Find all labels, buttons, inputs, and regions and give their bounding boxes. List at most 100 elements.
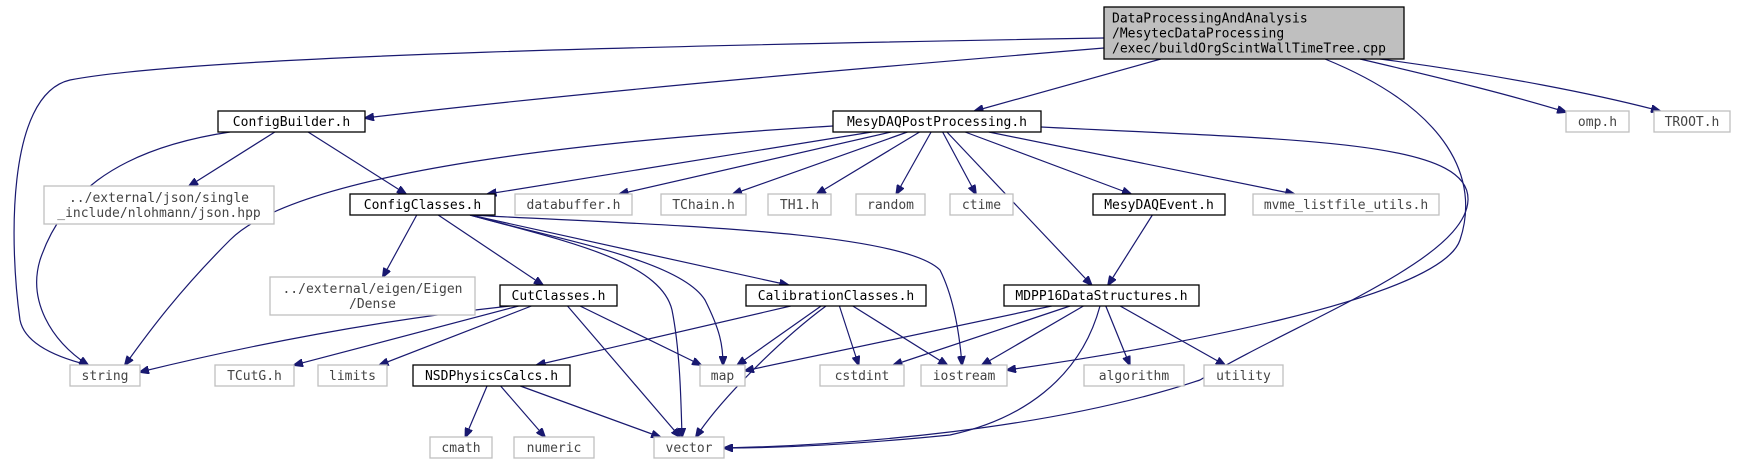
node-label-cutclasses: CutClasses.h: [512, 289, 606, 304]
node-label-limits: limits: [329, 369, 376, 384]
node-eigen: ../external/eigen/Eigen/Dense: [269, 276, 476, 316]
node-configclasses[interactable]: ConfigClasses.h: [349, 193, 496, 216]
node-box-omp: [1565, 110, 1630, 133]
node-configbuilder[interactable]: ConfigBuilder.h: [217, 110, 366, 133]
node-box-cutclasses[interactable]: [499, 284, 618, 307]
node-calibration[interactable]: CalibrationClasses.h: [745, 284, 927, 307]
node-label-mesydaqpost: MesyDAQPostProcessing.h: [847, 115, 1027, 130]
node-troot: TROOT.h: [1653, 110, 1731, 133]
edge-mesydaqpost-to-mdpp16: [946, 131, 1092, 285]
node-label-iostream: iostream: [933, 369, 996, 384]
node-random: random: [855, 193, 926, 216]
node-box-iostream: [920, 364, 1008, 387]
node-label-troot: TROOT.h: [1665, 115, 1720, 130]
node-string: string: [69, 364, 141, 387]
node-box-tcutg: [214, 364, 295, 387]
node-th1: TH1.h: [767, 193, 832, 216]
edge-mdpp16-to-cstdint: [893, 305, 1071, 365]
node-box-root[interactable]: [1103, 6, 1405, 60]
node-tchain: TChain.h: [660, 193, 747, 216]
edge-configclasses-to-iostream: [469, 214, 962, 365]
node-mesydaqevent[interactable]: MesyDAQEvent.h: [1092, 193, 1226, 216]
edge-mdpp16-to-utility: [1119, 305, 1225, 365]
edge-mesydaqpost-to-mvme: [988, 131, 1295, 194]
node-box-databuffer: [514, 193, 633, 216]
node-box-nsdphysics[interactable]: [412, 364, 571, 387]
node-label-eigen-line-1: /Dense: [349, 297, 396, 312]
node-box-th1: [767, 193, 832, 216]
node-algorithm: algorithm: [1083, 364, 1185, 387]
edge-cutclasses-to-string: [140, 305, 511, 372]
node-box-calibration[interactable]: [745, 284, 927, 307]
node-box-mesydaqpost[interactable]: [832, 110, 1042, 133]
node-label-tchain: TChain.h: [672, 198, 735, 213]
edge-configbuilder-to-configclasses: [307, 131, 406, 194]
edge-mdpp16-to-algorithm: [1105, 305, 1130, 365]
edge-calibration-to-map: [737, 305, 822, 365]
node-label-json-line-0: ../external/json/single: [69, 191, 249, 206]
edge-mesydaqpost-to-mesydaqevent: [964, 131, 1131, 194]
node-utility: utility: [1203, 364, 1284, 387]
node-label-configclasses: ConfigClasses.h: [364, 198, 481, 213]
node-box-ctime: [949, 193, 1014, 216]
node-iostream: iostream: [920, 364, 1008, 387]
node-ctime: ctime: [949, 193, 1014, 216]
edge-configclasses-to-cutclasses: [437, 214, 543, 285]
node-box-numeric: [513, 436, 595, 459]
node-label-nsdphysics: NSDPhysicsCalcs.h: [425, 369, 558, 384]
node-box-tchain: [660, 193, 747, 216]
node-nsdphysics[interactable]: NSDPhysicsCalcs.h: [412, 364, 571, 387]
node-mvme: mvme_listfile_utils.h: [1252, 193, 1440, 216]
edge-configclasses-to-vector: [469, 214, 682, 437]
edge-cutclasses-to-tcutg: [294, 305, 519, 365]
node-label-string: string: [82, 369, 129, 384]
node-label-omp: omp.h: [1578, 115, 1617, 130]
node-box-utility: [1203, 364, 1284, 387]
node-label-algorithm: algorithm: [1099, 369, 1170, 384]
edge-cutclasses-to-vector: [567, 305, 680, 437]
edge-configbuilder-to-string: [36, 131, 231, 365]
node-mesydaqpost[interactable]: MesyDAQPostProcessing.h: [832, 110, 1042, 133]
edge-configclasses-to-calibration: [470, 214, 788, 285]
node-box-mvme: [1252, 193, 1440, 216]
edge-root-to-troot: [1379, 58, 1660, 111]
node-map: map: [699, 364, 746, 387]
node-box-configclasses[interactable]: [349, 193, 496, 216]
node-cmath: cmath: [429, 436, 493, 459]
node-box-mesydaqevent[interactable]: [1092, 193, 1226, 216]
node-label-mesydaqevent: MesyDAQEvent.h: [1104, 198, 1214, 213]
node-databuffer: databuffer.h: [514, 193, 633, 216]
edge-root-to-string: [13, 37, 1105, 365]
node-omp: omp.h: [1565, 110, 1630, 133]
node-label-cmath: cmath: [441, 441, 480, 456]
node-label-root-line-2: /exec/buildOrgScintWallTimeTree.cpp: [1112, 42, 1386, 57]
node-label-root-line-1: /MesytecDataProcessing: [1112, 27, 1284, 42]
edge-mdpp16-to-map: [745, 305, 1052, 371]
edge-calibration-to-iostream: [852, 305, 947, 365]
node-label-ctime: ctime: [962, 198, 1001, 213]
node-mdpp16[interactable]: MDPP16DataStructures.h: [1003, 284, 1200, 307]
node-cutclasses[interactable]: CutClasses.h: [499, 284, 618, 307]
edge-mesydaqpost-to-configclasses: [488, 131, 873, 194]
node-label-calibration: CalibrationClasses.h: [758, 289, 915, 304]
edge-root-to-mesydaqpost: [975, 58, 1162, 111]
node-label-configbuilder: ConfigBuilder.h: [233, 115, 350, 130]
edge-mesydaqpost-to-ctime: [942, 131, 976, 194]
edge-mesydaqpost-to-th1: [817, 131, 920, 194]
node-label-tcutg: TCutG.h: [227, 369, 282, 384]
node-label-utility: utility: [1216, 369, 1271, 384]
edge-mesydaqpost-to-vector: [724, 126, 1469, 448]
node-label-numeric: numeric: [527, 441, 582, 456]
edge-configclasses-to-map: [469, 214, 723, 365]
node-box-mdpp16[interactable]: [1003, 284, 1200, 307]
node-box-cmath: [429, 436, 493, 459]
edge-mesydaqpost-to-databuffer: [619, 131, 892, 194]
node-label-th1: TH1.h: [780, 198, 819, 213]
node-layer: DataProcessingAndAnalysis/MesytecDataPro…: [43, 6, 1731, 459]
node-box-configbuilder[interactable]: [217, 110, 366, 133]
edge-calibration-to-cstdint: [838, 305, 858, 365]
node-label-cstdint: cstdint: [835, 369, 890, 384]
node-box-eigen: [269, 276, 476, 316]
node-root[interactable]: DataProcessingAndAnalysis/MesytecDataPro…: [1103, 6, 1405, 60]
